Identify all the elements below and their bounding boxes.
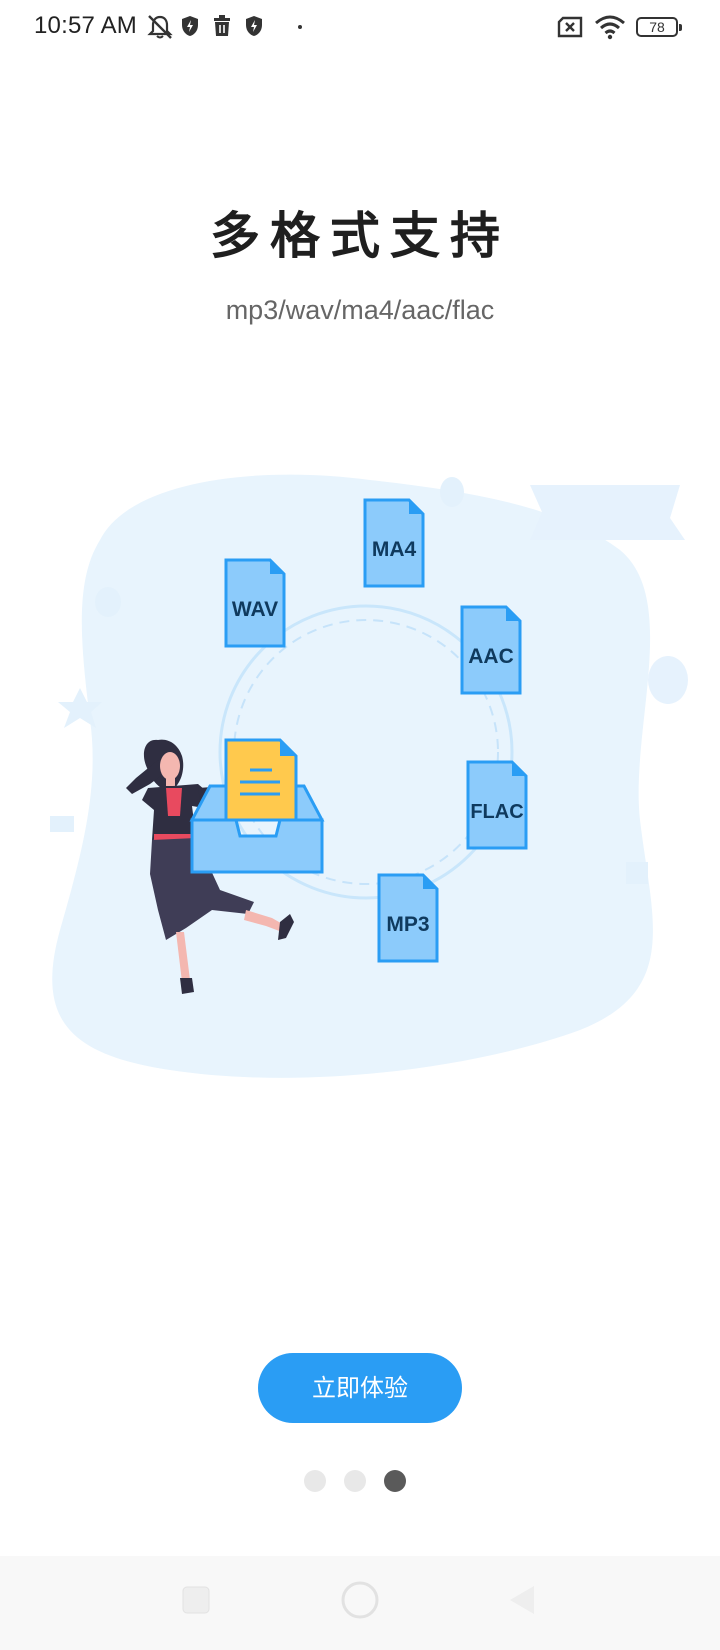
deco-bubble — [440, 477, 464, 507]
dot-icon — [298, 25, 302, 29]
system-nav-bar — [0, 1556, 720, 1650]
file-card-ma4: MA4 — [363, 498, 425, 588]
file-label-ma4: MA4 — [372, 538, 417, 561]
sim-x-icon — [557, 16, 583, 38]
file-label-wav: WAV — [232, 598, 278, 621]
page-dot-2[interactable] — [344, 1470, 366, 1492]
page-title: 多格式支持 — [210, 207, 510, 265]
deco-square — [50, 816, 74, 832]
deco-bubble — [648, 656, 688, 704]
file-card-flac: FLAC — [466, 760, 528, 850]
mute-bell-icon — [147, 15, 173, 39]
inbox-tray — [189, 738, 325, 874]
file-label-mp3: MP3 — [386, 913, 429, 936]
deco-square — [626, 862, 648, 884]
page-dot-1[interactable] — [304, 1470, 326, 1492]
wifi-icon — [595, 15, 625, 40]
recents-square-icon[interactable] — [180, 1584, 212, 1616]
trash-icon — [214, 15, 230, 36]
page-subtitle: mp3/wav/ma4/aac/flac — [225, 295, 495, 325]
page-indicator — [304, 1470, 424, 1496]
status-bar: 10:57 AM 78 — [0, 0, 720, 56]
file-label-flac: FLAC — [470, 801, 523, 823]
file-card-aac: AAC — [460, 605, 522, 695]
file-card-mp3: MP3 — [377, 873, 439, 963]
deco-star — [58, 688, 102, 728]
home-circle-icon[interactable] — [340, 1580, 380, 1620]
banner-shape — [530, 485, 685, 540]
battery-icon: 78 — [636, 17, 682, 37]
shield-icon — [182, 16, 198, 36]
status-time: 10:57 AM — [34, 12, 138, 39]
deco-bubble — [95, 587, 121, 617]
formats-illustration: WAV MA4 AAC FLAC MP3 — [50, 474, 688, 1078]
try-now-button[interactable]: 立即体验 — [258, 1353, 462, 1423]
file-card-wav: WAV — [224, 558, 286, 648]
page-dot-3-active[interactable] — [384, 1470, 406, 1492]
battery-level: 78 — [649, 19, 665, 35]
outer-ring — [218, 604, 514, 900]
shield-bolt-icon — [246, 16, 262, 36]
file-label-aac: AAC — [468, 645, 514, 668]
back-triangle-icon[interactable] — [506, 1584, 538, 1616]
